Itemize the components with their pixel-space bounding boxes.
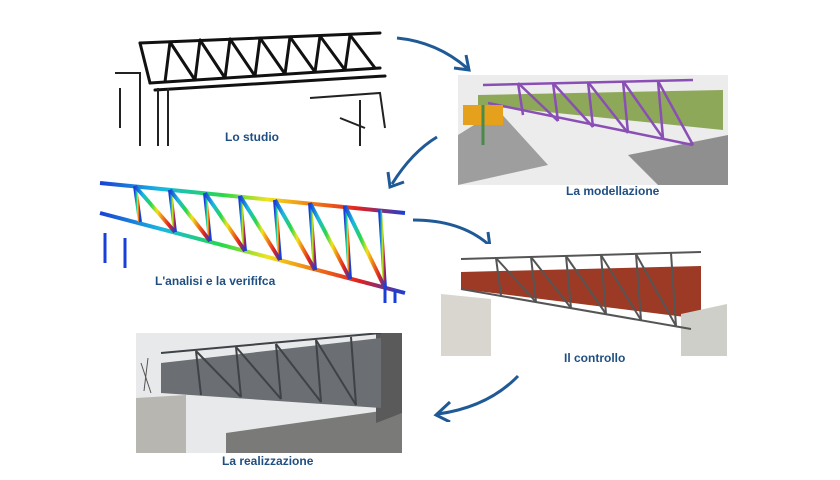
- step-label-study: Lo studio: [225, 130, 279, 144]
- step-label-analysis: L'analisi e la verififca: [155, 274, 276, 288]
- sketch-panel: Lo studio: [110, 28, 390, 148]
- model-panel: La modellazione: [458, 75, 728, 200]
- realization-panel: La realizzazione: [136, 333, 402, 473]
- realization-photo: [136, 333, 402, 453]
- step-label-control: Il controllo: [564, 351, 626, 365]
- arrow-2: [386, 135, 438, 190]
- control-image: [441, 244, 727, 356]
- arrow-1: [396, 36, 471, 72]
- control-panel: Il controllo: [441, 244, 727, 369]
- model-image: [458, 75, 728, 185]
- sketch-image: [115, 31, 387, 146]
- analysis-image: [99, 181, 406, 303]
- step-label-realization: La realizzazione: [222, 454, 314, 468]
- analysis-panel: L'analisi e la verififca: [95, 178, 415, 308]
- arrow-4: [433, 374, 520, 422]
- step-label-modeling: La modellazione: [566, 184, 660, 198]
